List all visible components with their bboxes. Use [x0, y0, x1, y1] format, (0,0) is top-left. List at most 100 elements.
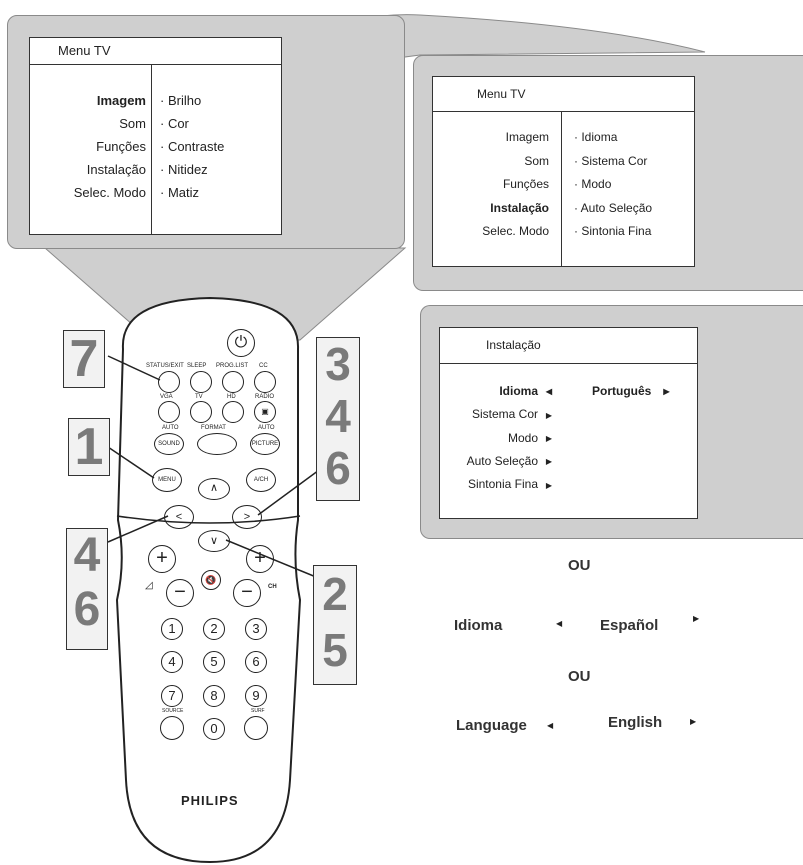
- surf-button[interactable]: [244, 716, 268, 740]
- channel-down-button[interactable]: −: [233, 579, 261, 607]
- menu1-sub-nitidez[interactable]: · Nitidez: [160, 162, 208, 177]
- step-number-4: 4: [73, 529, 101, 582]
- digit-2-button[interactable]: 2: [203, 618, 225, 640]
- brand-logo: PHILIPS: [181, 793, 239, 808]
- menu3-item-modo[interactable]: Modo▶: [467, 427, 552, 450]
- chevron-down-icon: ∨: [209, 535, 219, 547]
- menu3-item-auto-selecao[interactable]: Auto Seleção▶: [467, 450, 552, 473]
- volume-up-button[interactable]: +: [148, 545, 176, 573]
- volume-down-button[interactable]: −: [166, 579, 194, 607]
- menu3-panel: Instalação Idioma◀ Sistema Cor▶ Modo▶ Au…: [420, 305, 803, 539]
- plus-icon: +: [254, 547, 266, 569]
- auto-sound-label: AUTO: [162, 425, 179, 431]
- digit-4-button[interactable]: 4: [161, 651, 183, 673]
- menu-button[interactable]: MENU: [152, 468, 182, 492]
- menu2-panel: Menu TV Imagem Som Funções Instalação Se…: [413, 55, 803, 291]
- power-button[interactable]: ⏻: [227, 329, 255, 357]
- cc-label: CC: [259, 363, 268, 369]
- chevron-left-icon: <: [175, 511, 183, 523]
- menu2-divider: [561, 112, 562, 266]
- right-arrow-icon: ▶: [690, 717, 697, 726]
- nav-right-button[interactable]: >: [232, 505, 262, 529]
- radio-button[interactable]: ▣: [254, 401, 276, 423]
- menu2-sub-auto-selecao[interactable]: · Auto Seleção: [574, 200, 653, 215]
- menu1-item-imagem[interactable]: Imagem: [96, 93, 146, 108]
- alt-language-label: Language: [456, 717, 527, 734]
- surf-label: SURF: [251, 708, 265, 714]
- menu2-item-selec-modo[interactable]: Selec. Modo: [482, 224, 549, 238]
- status-exit-label: STATUS/EXIT: [146, 363, 184, 369]
- right-arrow-icon: ▶: [663, 387, 670, 397]
- source-button[interactable]: [160, 716, 184, 740]
- left-arrow-icon: ◀: [547, 721, 554, 730]
- ach-button[interactable]: A/CH: [246, 468, 276, 492]
- menu1-item-som[interactable]: Som: [119, 116, 146, 131]
- alt-idioma-label: Idioma: [454, 617, 503, 634]
- sound-button[interactable]: SOUND: [154, 433, 184, 455]
- menu2-sub-sintonia-fina[interactable]: · Sintonia Fina: [574, 224, 652, 238]
- step-number-4: 4: [325, 390, 351, 442]
- digit-9-button[interactable]: 9: [245, 685, 267, 707]
- menu1-panel: Menu TV Imagem Som Funções Instalação Se…: [7, 15, 405, 249]
- menu2-item-imagem[interactable]: Imagem: [505, 130, 549, 144]
- menu3-left-col: Idioma◀ Sistema Cor▶ Modo▶ Auto Seleção▶…: [467, 380, 552, 497]
- menu2-sub-idioma[interactable]: · Idioma: [574, 130, 618, 144]
- menu1-sub-brilho[interactable]: · Brilho: [160, 93, 202, 108]
- menu3-value[interactable]: Português▶: [592, 384, 670, 398]
- digit-0-button[interactable]: 0: [203, 718, 225, 740]
- menu1-divider: [151, 65, 152, 234]
- step-number-3: 3: [325, 338, 351, 390]
- menu1-item-selec-modo[interactable]: Selec. Modo: [73, 185, 146, 200]
- right-arrow-icon: ▶: [545, 410, 552, 420]
- plus-icon: +: [156, 547, 168, 569]
- mute-button[interactable]: 🔇: [201, 570, 221, 590]
- proglist-label: PROG.LIST: [216, 363, 249, 369]
- menu1-right-col: · Brilho · Cor · Contraste · Nitidez · M…: [160, 89, 224, 204]
- menu2-item-funcoes[interactable]: Funções: [502, 177, 549, 191]
- proglist-button[interactable]: [222, 371, 244, 393]
- digit-5-button[interactable]: 5: [203, 651, 225, 673]
- menu1-item-instalacao[interactable]: Instalação: [86, 162, 146, 177]
- format-button[interactable]: [197, 433, 237, 455]
- minus-icon: −: [241, 581, 253, 603]
- sleep-label: SLEEP: [187, 363, 207, 369]
- menu1-left-col: Imagem Som Funções Instalação Selec. Mod…: [74, 89, 146, 204]
- nav-up-button[interactable]: ∧: [198, 478, 230, 500]
- sleep-button[interactable]: [190, 371, 212, 393]
- menu1-sub-contraste[interactable]: · Contraste: [160, 139, 225, 154]
- tv-button[interactable]: [190, 401, 212, 423]
- menu1-sub-matiz[interactable]: · Matiz: [160, 185, 199, 200]
- hd-button[interactable]: [222, 401, 244, 423]
- left-arrow-icon: ◀: [556, 619, 563, 628]
- menu1-box: Menu TV Imagem Som Funções Instalação Se…: [29, 37, 282, 235]
- step-callout-1: 1: [68, 418, 110, 476]
- or-label-1: OU: [568, 557, 591, 574]
- menu1-item-funcoes[interactable]: Funções: [96, 139, 146, 154]
- volume-icon: ◿: [145, 580, 153, 591]
- menu2-sub-modo[interactable]: · Modo: [574, 177, 612, 191]
- digit-6-button[interactable]: 6: [245, 651, 267, 673]
- source-label: SOURCE: [162, 708, 184, 714]
- radio-icon: ▣: [261, 407, 269, 416]
- mute-icon: 🔇: [205, 575, 217, 585]
- menu3-item-idioma[interactable]: Idioma◀: [467, 380, 552, 403]
- status-exit-button[interactable]: [158, 371, 180, 393]
- menu2-item-instalacao[interactable]: Instalação: [490, 200, 549, 215]
- vga-label: VGA: [160, 394, 173, 400]
- digit-8-button[interactable]: 8: [203, 685, 225, 707]
- menu3-item-sintonia-fina[interactable]: Sintonia Fina▶: [467, 473, 552, 496]
- power-icon: ⏻: [234, 334, 248, 351]
- digit-3-button[interactable]: 3: [245, 618, 267, 640]
- menu2-box: Menu TV Imagem Som Funções Instalação Se…: [432, 76, 695, 267]
- vga-button[interactable]: [158, 401, 180, 423]
- cc-button[interactable]: [254, 371, 276, 393]
- picture-button[interactable]: PICTURE: [250, 433, 280, 455]
- menu3-item-sistema-cor[interactable]: Sistema Cor▶: [467, 403, 552, 426]
- digit-7-button[interactable]: 7: [161, 685, 183, 707]
- digit-1-button[interactable]: 1: [161, 618, 183, 640]
- menu2-item-som[interactable]: Som: [524, 153, 549, 168]
- menu2-sub-sistema-cor[interactable]: · Sistema Cor: [574, 153, 648, 168]
- menu1-sub-cor[interactable]: · Cor: [160, 116, 189, 131]
